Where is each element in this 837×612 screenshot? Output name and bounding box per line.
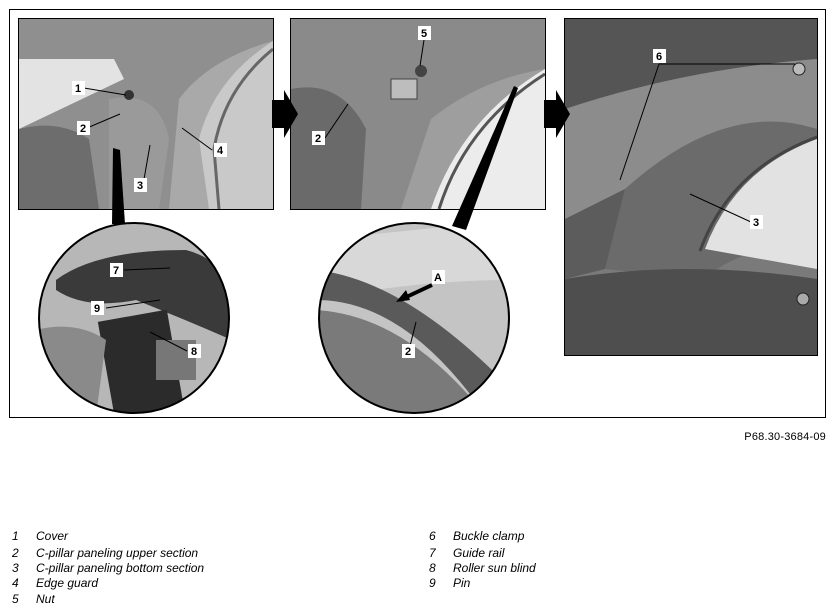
callout-4: 4 — [217, 145, 224, 157]
legend-number: 5 — [12, 592, 19, 606]
zoom-connector-1 — [112, 148, 125, 224]
callout-a: A — [434, 272, 442, 284]
figure-reference-code: P68.30-3684-09 — [744, 431, 826, 443]
legend-label: Cover — [36, 529, 69, 543]
photo-nut-detail — [290, 18, 546, 210]
legend-number: 8 — [429, 561, 436, 575]
step-arrow-1 — [272, 90, 298, 138]
step-arrow-2 — [544, 90, 570, 138]
legend-label: C-pillar paneling upper section — [36, 546, 199, 560]
legend-label: Nut — [36, 592, 55, 606]
legend-number: 9 — [429, 576, 436, 590]
legend-label: Pin — [453, 576, 471, 590]
callout-7: 7 — [113, 265, 119, 277]
zoom-connector-2 — [452, 86, 518, 230]
zoom-detail-arrow-a — [318, 222, 510, 414]
legend-number: 3 — [12, 561, 19, 575]
callout-1: 1 — [75, 83, 81, 95]
callout-2-photo1: 2 — [80, 123, 86, 135]
legend-label: Guide rail — [453, 546, 505, 560]
photo-buckle-clamp — [564, 18, 818, 356]
legend-label: Edge guard — [36, 576, 99, 590]
legend-number: 1 — [12, 529, 19, 543]
legend-number: 2 — [12, 546, 19, 560]
callout-8: 8 — [191, 346, 197, 358]
callout-2-photo2: 2 — [315, 133, 321, 145]
legend-label: Roller sun blind — [453, 561, 536, 575]
photo-c-pillar-overview — [18, 18, 274, 210]
legend-number: 6 — [429, 529, 436, 543]
callout-6: 6 — [656, 51, 662, 63]
zoom-detail-guide-rail — [38, 222, 230, 414]
legend-number: 7 — [429, 546, 436, 560]
legend-number: 4 — [12, 576, 19, 590]
callout-2-zoom: 2 — [405, 346, 411, 358]
callout-9: 9 — [94, 303, 100, 315]
callout-3-photo3: 3 — [753, 217, 759, 229]
callout-5: 5 — [421, 28, 427, 40]
legend-label: C-pillar paneling bottom section — [36, 561, 205, 575]
callout-3: 3 — [137, 180, 143, 192]
legend-label: Buckle clamp — [453, 529, 525, 543]
